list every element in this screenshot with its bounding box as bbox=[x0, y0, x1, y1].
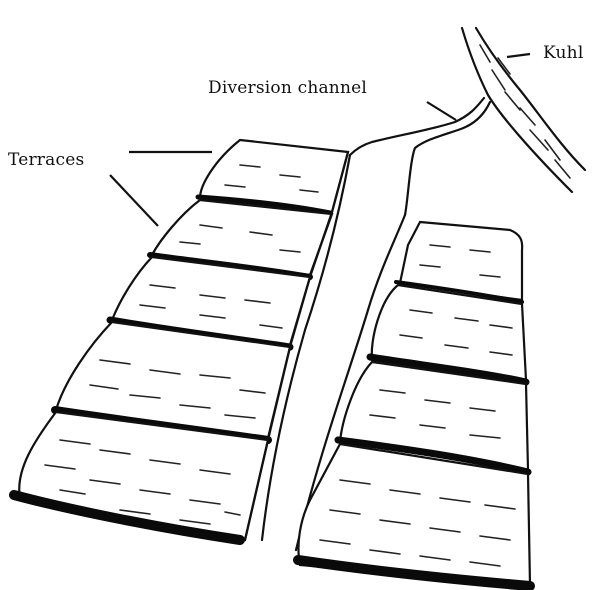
kuhl-stream bbox=[460, 26, 587, 194]
terraces-leader-bottom bbox=[109, 174, 159, 227]
label-terraces: Terraces bbox=[8, 150, 85, 170]
diversion-channel bbox=[260, 96, 492, 552]
label-leaders bbox=[109, 52, 531, 227]
left-terraces bbox=[9, 138, 350, 545]
kuhl-leader bbox=[506, 52, 531, 59]
label-kuhl: Kuhl bbox=[543, 43, 584, 63]
label-diversion-channel: Diversion channel bbox=[208, 78, 368, 98]
field-texture bbox=[44, 164, 516, 567]
right-terraces bbox=[293, 220, 535, 590]
